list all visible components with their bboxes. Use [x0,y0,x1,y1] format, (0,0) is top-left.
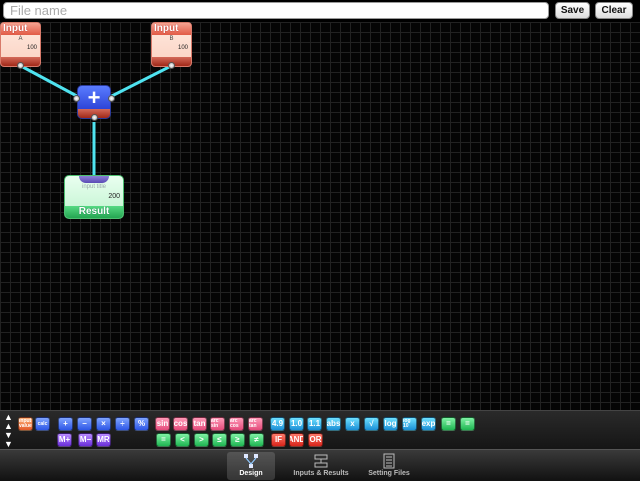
tab-inputs-results[interactable]: Inputs & Results [286,452,356,480]
result-title: input title [81,184,106,190]
arrow-down-icon[interactable]: ▼ [4,430,13,440]
palette-button[interactable]: log [383,417,398,431]
result-node[interactable]: input title 200 Result [64,175,124,219]
palette-button[interactable]: 1.0 [289,417,304,431]
palette-button[interactable]: sin [155,417,170,431]
palette-button[interactable]: = [156,433,171,447]
file-name-input[interactable] [3,2,549,19]
plus-operator-node[interactable]: + [77,85,111,119]
input-node-name: B [169,36,174,42]
io-icon [314,454,328,468]
input-node-value: 100 [26,45,37,51]
palette-button[interactable]: − [77,417,92,431]
palette-button[interactable]: ≠ [249,433,264,447]
palette-button[interactable]: > [194,433,209,447]
palette-button[interactable]: input value [18,417,33,431]
input-node-name: A [18,36,23,42]
palette-button[interactable]: exp [421,417,436,431]
palette-button[interactable]: arc sin [210,417,225,431]
clear-button[interactable]: Clear [595,2,633,19]
operator-input-port-left[interactable] [73,95,80,102]
input-node-header: Input [152,23,191,35]
palette-button[interactable]: = [441,417,456,431]
design-canvas[interactable]: Input A 100 Input B 100 + input title 20… [0,22,640,410]
palette-button[interactable]: ÷ [115,417,130,431]
palette-button[interactable]: x [345,417,360,431]
palette-button[interactable]: × [96,417,111,431]
tab-label: Inputs & Results [293,470,349,477]
document-icon [383,453,395,469]
result-value: 200 [108,193,120,200]
tab-bar: Design Inputs & Results Setting Files [0,449,640,481]
network-icon [244,454,258,468]
double-arrow-down-icon[interactable]: ▼ [4,439,13,449]
arrow-up-icon[interactable]: ▲ [4,412,13,422]
palette-button[interactable]: arc cos [229,417,244,431]
palette-button[interactable]: OR [308,433,323,447]
input-node-header: Input [1,23,40,35]
palette-button[interactable]: 1.1 [307,417,322,431]
palette-button[interactable]: = [460,417,475,431]
palette-button[interactable]: < [175,433,190,447]
input-node-value: 100 [177,45,188,51]
palette-button[interactable]: AND [289,433,304,447]
save-button[interactable]: Save [555,2,590,19]
palette-button[interactable]: + [58,417,73,431]
double-arrow-up-icon[interactable]: ▲ [4,421,13,431]
result-input-port [79,176,109,183]
tab-label: Design [239,470,263,477]
input-node-footer [1,57,40,66]
input-node-a[interactable]: Input A 100 [0,22,41,67]
palette-button[interactable]: ≥ [230,433,245,447]
operator-input-port-right[interactable] [108,95,115,102]
palette-button[interactable]: log 10 [402,417,417,431]
palette-button[interactable]: abs [326,417,341,431]
palette-button[interactable]: % [134,417,149,431]
output-port-b[interactable] [168,62,175,69]
palette-button[interactable]: IF [271,433,286,447]
result-label: Result [65,206,123,218]
operator-output-port[interactable] [91,114,98,121]
tab-design[interactable]: Design [227,452,275,480]
input-node-footer [152,57,191,66]
palette-button[interactable]: calc [35,417,50,431]
palette-button[interactable]: cos [173,417,188,431]
palette-button[interactable]: arc tan [248,417,263,431]
plus-icon: + [87,85,101,110]
palette-button[interactable]: MR [96,433,111,447]
tab-setting-files[interactable]: Setting Files [363,452,415,480]
palette-button[interactable]: √ [364,417,379,431]
palette-button[interactable]: M+ [57,433,72,447]
palette-button[interactable]: ≤ [212,433,227,447]
palette-button[interactable]: 4.9 [270,417,285,431]
tab-label: Setting Files [368,470,410,477]
palette-button[interactable]: tan [192,417,207,431]
palette-button[interactable]: M− [78,433,93,447]
output-port-a[interactable] [17,62,24,69]
operator-footer [78,109,110,118]
input-node-b[interactable]: Input B 100 [151,22,192,67]
top-bar: Save Clear [0,0,640,22]
